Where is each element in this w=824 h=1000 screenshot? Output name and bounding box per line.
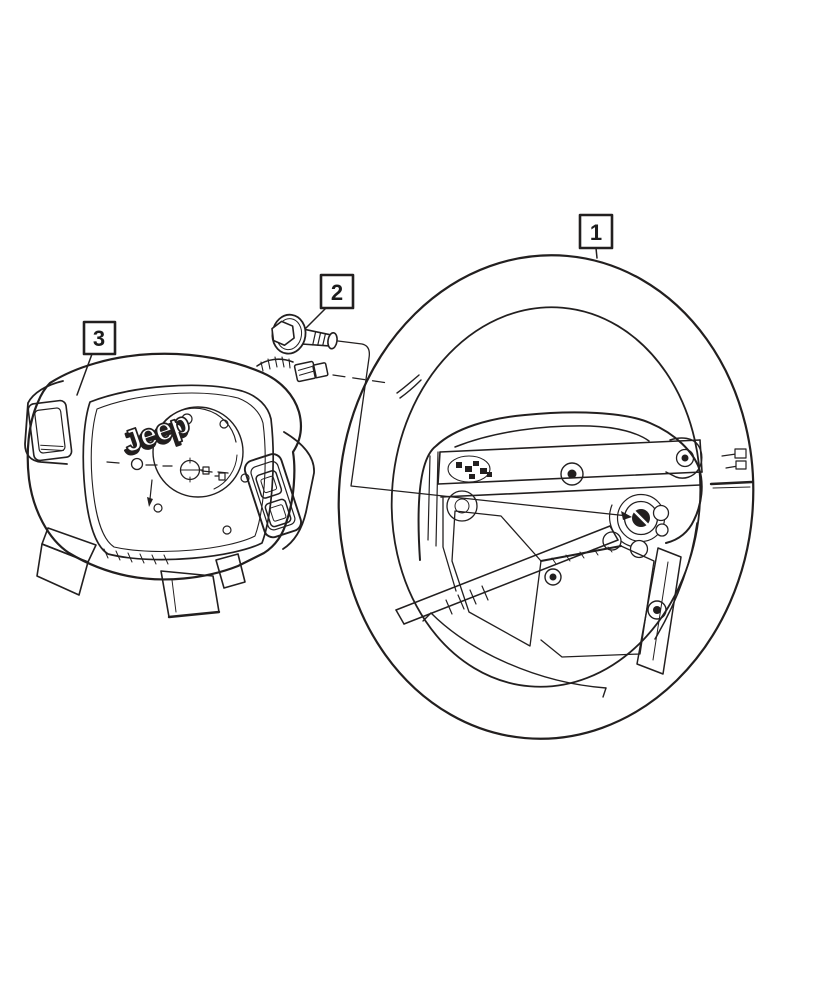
airbag-module-drawing: Jeep Jeep	[24, 352, 329, 619]
wire-harness	[256, 356, 294, 372]
hub-lower-shroud	[442, 497, 655, 658]
callout-2[interactable]: 2	[305, 273, 355, 329]
callout-number: 3	[93, 326, 105, 351]
mounting-bolt-drawing	[271, 313, 338, 355]
mounting-feet	[36, 527, 246, 619]
callout-3[interactable]: 3	[76, 320, 117, 396]
callout-1[interactable]: 1	[578, 213, 614, 259]
hub-armature-bar	[437, 439, 703, 498]
callout-number: 1	[590, 220, 602, 245]
right-switch-pod	[243, 453, 302, 539]
right-wing-outline	[282, 431, 315, 550]
hub-right-spoke	[636, 522, 698, 675]
switch-button-lower	[264, 498, 292, 528]
hub-label-stamping	[447, 455, 492, 483]
left-wing-outline	[24, 380, 68, 465]
callout-box[interactable]	[578, 213, 614, 250]
bolt-thread-lines	[312, 331, 326, 347]
left-switch-pod	[27, 399, 73, 462]
bolt-installation-leader-line	[337, 340, 632, 520]
wheel-hub-assembly	[395, 411, 747, 675]
door-seam-outer	[82, 384, 274, 561]
jeep-badge: Jeep Jeep	[116, 404, 194, 464]
callout-leader-line	[595, 247, 598, 259]
switch-button-upper	[255, 470, 283, 499]
wire-connector	[293, 360, 329, 383]
bolt-tip	[327, 332, 338, 350]
bolt-hex-head	[271, 320, 295, 347]
wheel-inner-rim	[390, 306, 702, 688]
diagram-line-art: Jeep Jeep	[24, 213, 755, 740]
hub-diagonal-spoke	[395, 525, 619, 625]
door-seam-inner	[90, 392, 266, 553]
hub-clip-glyphs	[721, 448, 747, 470]
connector-leader-dashes	[332, 374, 389, 384]
hub-cowl-outline	[417, 411, 703, 561]
callout-box[interactable]	[82, 320, 117, 356]
callout-number: 2	[331, 280, 343, 305]
cover-screw-holes	[153, 413, 250, 535]
wheel-outer-rim	[337, 254, 755, 740]
alignment-marks	[106, 457, 229, 507]
horn-ring	[152, 406, 244, 498]
module-cover-outline	[26, 352, 303, 581]
callout-leader-line	[305, 307, 327, 329]
callout-leader-line	[76, 353, 93, 396]
door-seam-hatching	[103, 548, 169, 565]
wheel-rim-seams	[396, 374, 754, 698]
callout-box[interactable]	[319, 273, 355, 310]
steering-wheel-drawing	[337, 254, 755, 740]
